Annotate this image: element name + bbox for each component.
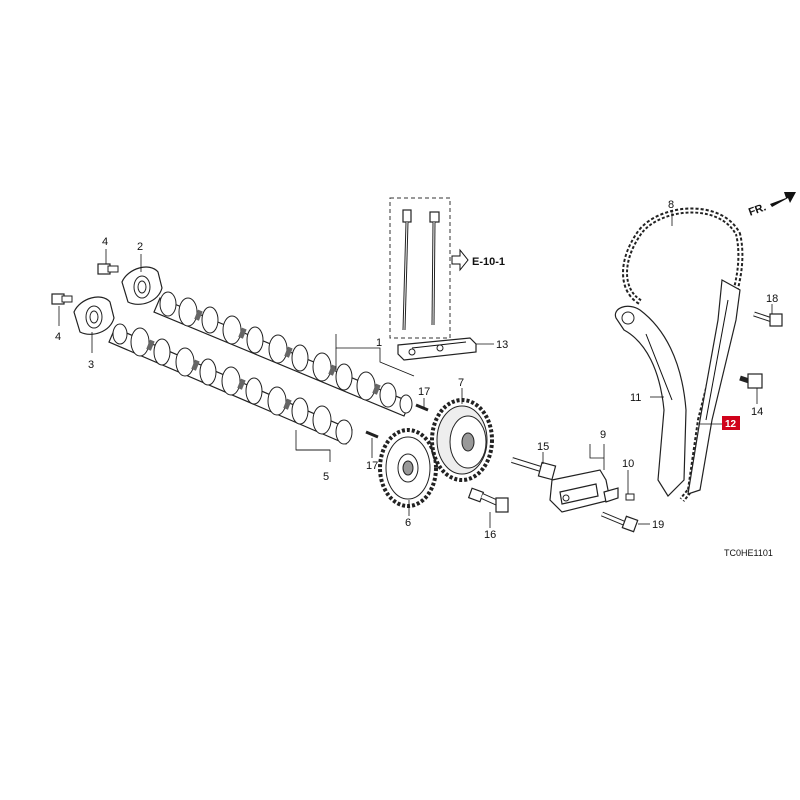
tensioner-bolt-16	[467, 487, 509, 513]
chain-guide-bracket	[397, 337, 477, 361]
chain-tensioner	[549, 469, 635, 513]
reference-label: E-10-1	[472, 256, 505, 268]
callout-14[interactable]: 14	[751, 406, 763, 418]
callout-2[interactable]: 2	[137, 241, 143, 253]
callout-3[interactable]: 3	[88, 359, 94, 371]
callout-12-badge	[722, 416, 740, 430]
callout-16[interactable]: 16	[484, 529, 496, 541]
callout-12-highlight[interactable]: 12	[722, 416, 740, 430]
tensioner-mount-bolt	[601, 511, 639, 533]
vtc-actuator	[430, 398, 494, 482]
pulser-bolt-upper	[97, 263, 119, 275]
reference-stud-group: E-10-1	[389, 197, 505, 339]
chain-guide-b	[687, 279, 741, 495]
callout-9[interactable]: 9	[600, 429, 606, 441]
tensioner-arm	[614, 305, 687, 497]
exhaust-camshaft	[108, 323, 353, 445]
callout-4-upper[interactable]: 4	[102, 236, 108, 248]
front-arrow-icon	[770, 192, 796, 207]
cam-pulser-lower	[73, 296, 115, 335]
callout-12: 12	[725, 419, 737, 430]
tensioner-bolt-15	[511, 457, 557, 481]
callout-8[interactable]: 8	[668, 199, 674, 211]
guide-mount-bolt	[753, 311, 783, 327]
callout-17-lower[interactable]: 17	[366, 460, 378, 472]
dowel-pins	[365, 403, 429, 439]
callout-1[interactable]: 1	[376, 337, 382, 349]
front-direction-label: FR.	[747, 201, 768, 218]
callout-15[interactable]: 15	[537, 441, 549, 453]
callout-6[interactable]: 6	[405, 517, 411, 529]
callout-4-lower[interactable]: 4	[55, 331, 61, 343]
callout-13[interactable]: 13	[496, 339, 508, 351]
callout-7[interactable]: 7	[458, 377, 464, 389]
reference-arrow-icon	[451, 248, 469, 272]
diagram-code: TC0HE1101	[724, 548, 773, 558]
intake-camshaft	[153, 291, 413, 417]
leader-lines	[58, 210, 773, 528]
callout-17-upper[interactable]: 17	[418, 386, 430, 398]
cam-pulser-upper	[121, 266, 163, 305]
exhaust-cam-sprocket	[378, 428, 438, 508]
callout-5[interactable]: 5	[323, 471, 329, 483]
front-direction-indicator: FR.	[747, 192, 796, 219]
callout-10[interactable]: 10	[622, 458, 634, 470]
arm-pivot-bolt	[739, 373, 763, 389]
callouts: 1 2 3 4 4 5 6 7 8 9 10 11 12 13 14 15 16…	[55, 199, 778, 541]
callout-19[interactable]: 19	[652, 519, 664, 531]
callout-18[interactable]: 18	[766, 293, 778, 305]
pulser-bolt-lower	[51, 293, 73, 305]
callout-11[interactable]: 11	[630, 392, 641, 404]
